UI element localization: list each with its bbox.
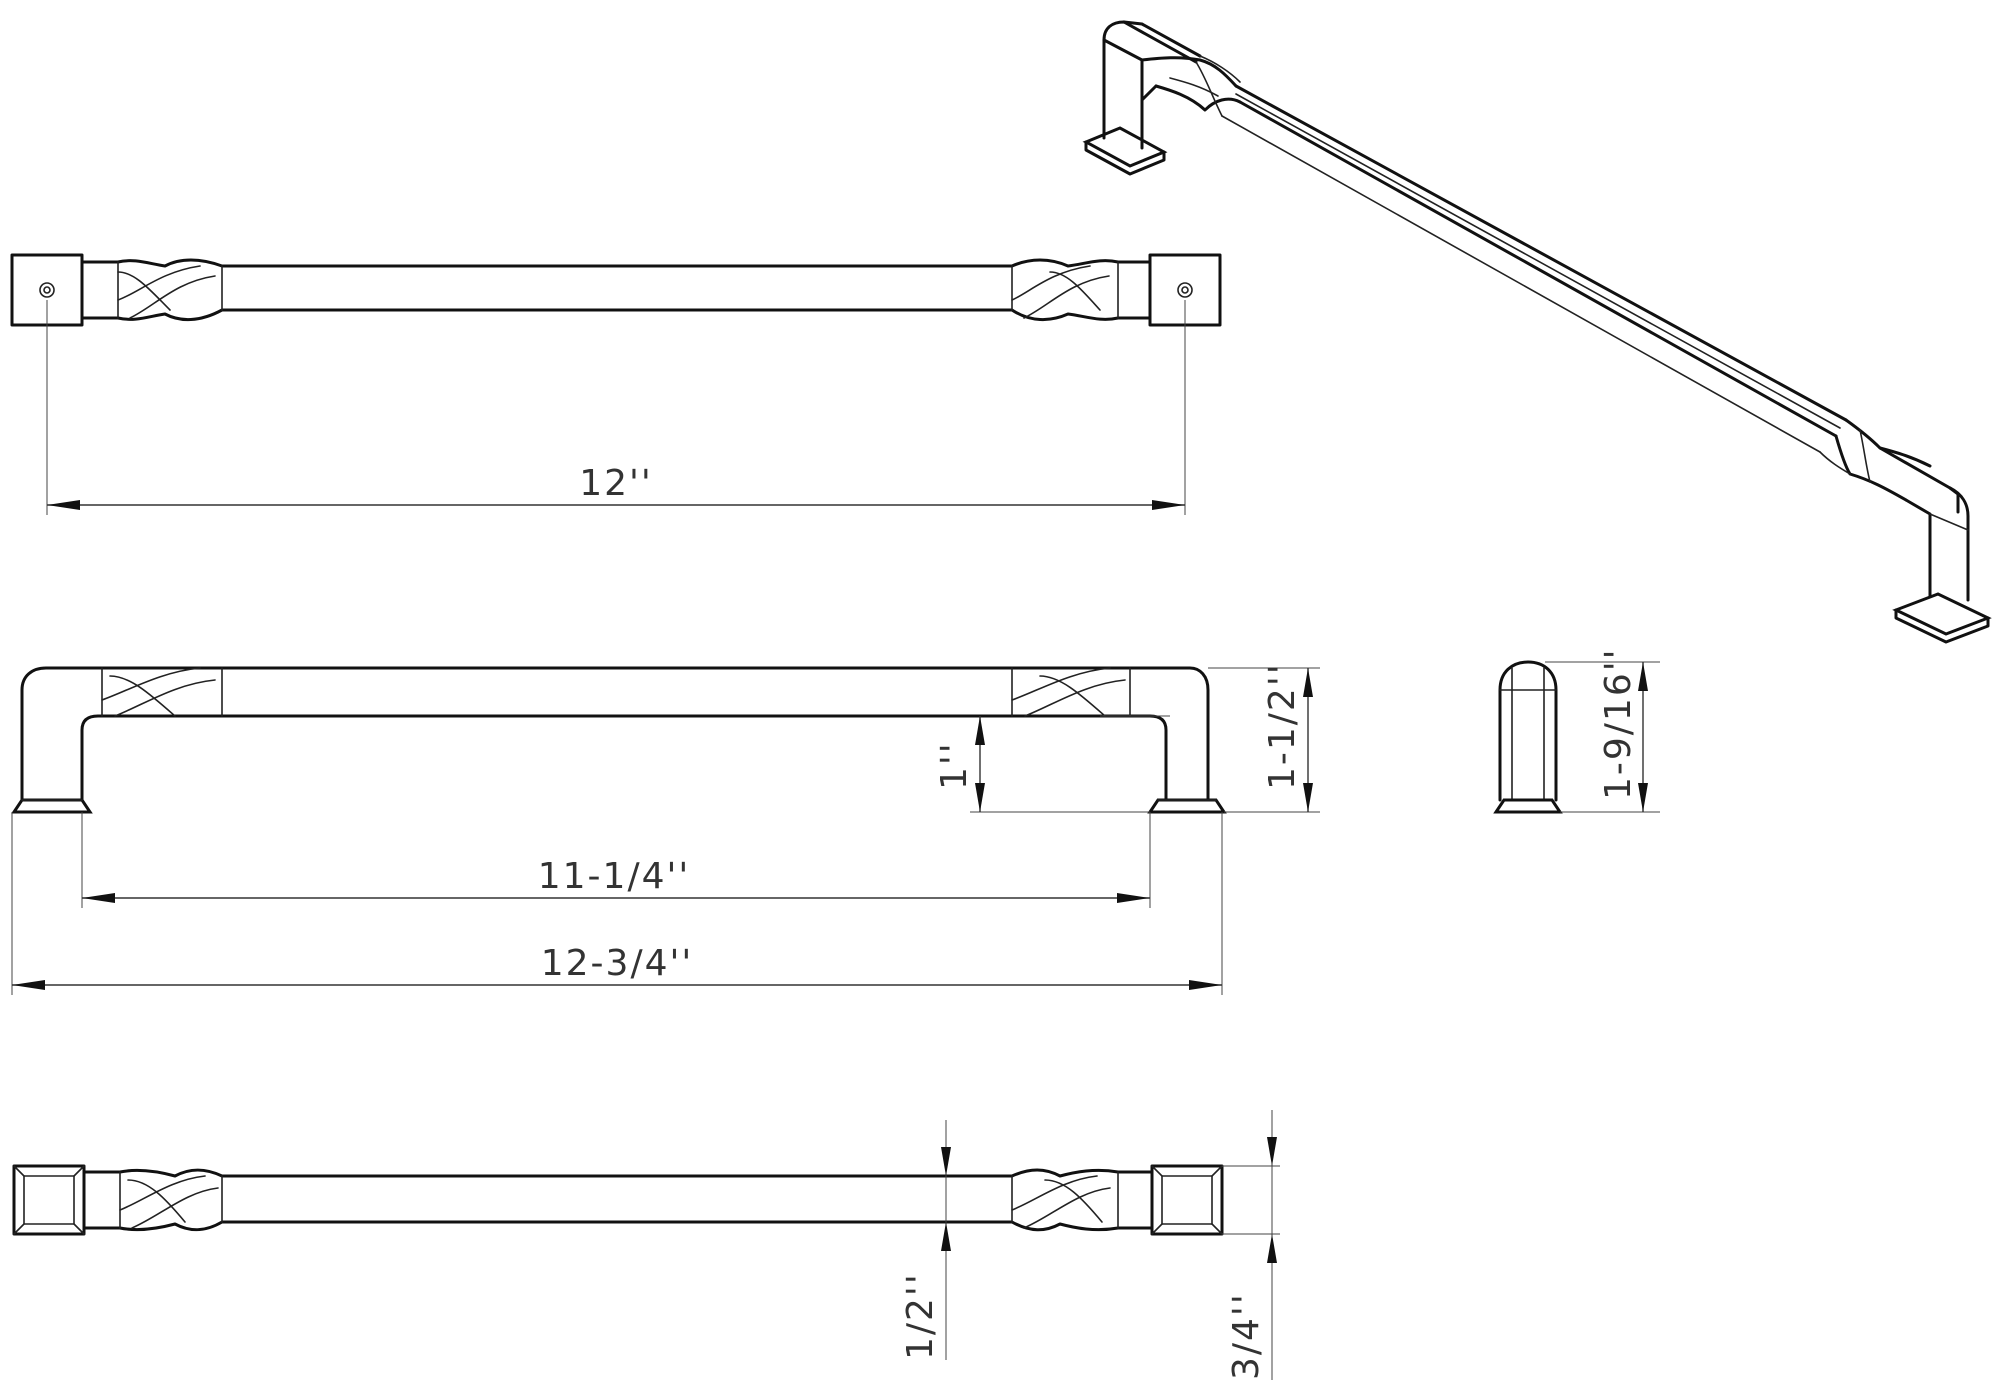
bottom-view-bar-upper-edge xyxy=(82,1168,1154,1178)
label-base-width: 3/4'' xyxy=(1226,1292,1267,1380)
left-foot-plate xyxy=(11,798,93,814)
dimension-center-to-center: 12'' xyxy=(46,300,1186,515)
right-base-bottom xyxy=(1150,1164,1224,1236)
label-bar-width: 1/2'' xyxy=(900,1272,941,1360)
label-center-to-center: 12'' xyxy=(579,463,653,504)
bottom-view xyxy=(12,1164,1224,1236)
label-overall-length: 12-3/4'' xyxy=(541,943,694,984)
iso-left-foot-plate xyxy=(1082,126,1168,168)
bottom-view-bar-lower-edge xyxy=(82,1220,1154,1232)
front-view-bottom-edge xyxy=(80,714,1168,802)
label-inner-length: 11-1/4'' xyxy=(538,856,691,897)
side-view xyxy=(1493,660,1563,814)
side-view-post xyxy=(1498,660,1558,802)
right-mount-hole-icon xyxy=(1177,282,1193,298)
label-height: 1-1/2'' xyxy=(1262,662,1303,790)
iso-right-foot-plate xyxy=(1892,592,1992,636)
dimension-height: 1-1/2'' xyxy=(1208,662,1320,813)
isometric-view xyxy=(1082,20,1992,644)
label-side-height: 1-9/16'' xyxy=(1598,647,1639,800)
left-base-bottom xyxy=(12,1164,86,1236)
front-view xyxy=(11,666,1227,814)
dimension-side-height: 1-9/16'' xyxy=(1545,647,1660,813)
side-foot-plate xyxy=(1493,798,1563,814)
label-projection-inner: 1'' xyxy=(934,741,975,790)
dimension-overall-length: 12-3/4'' xyxy=(11,812,1223,995)
dimension-bar-width: 1/2'' xyxy=(900,1120,951,1360)
dimension-projection-inner: 1'' xyxy=(934,715,1170,813)
top-view xyxy=(10,253,1222,327)
top-view-bar-upper-edge xyxy=(80,258,1152,268)
dimension-inner-length: 11-1/4'' xyxy=(81,812,1151,908)
dimension-base-width: 3/4'' xyxy=(1222,1110,1280,1380)
left-mount-hole-icon xyxy=(39,282,55,298)
right-foot-plate xyxy=(1147,798,1227,814)
iso-bar-lower-edge xyxy=(1238,100,1838,438)
top-view-bar-lower-edge xyxy=(80,308,1152,321)
iso-bar-upper-edge xyxy=(1234,84,1848,422)
front-view-top-edge xyxy=(20,666,1210,802)
